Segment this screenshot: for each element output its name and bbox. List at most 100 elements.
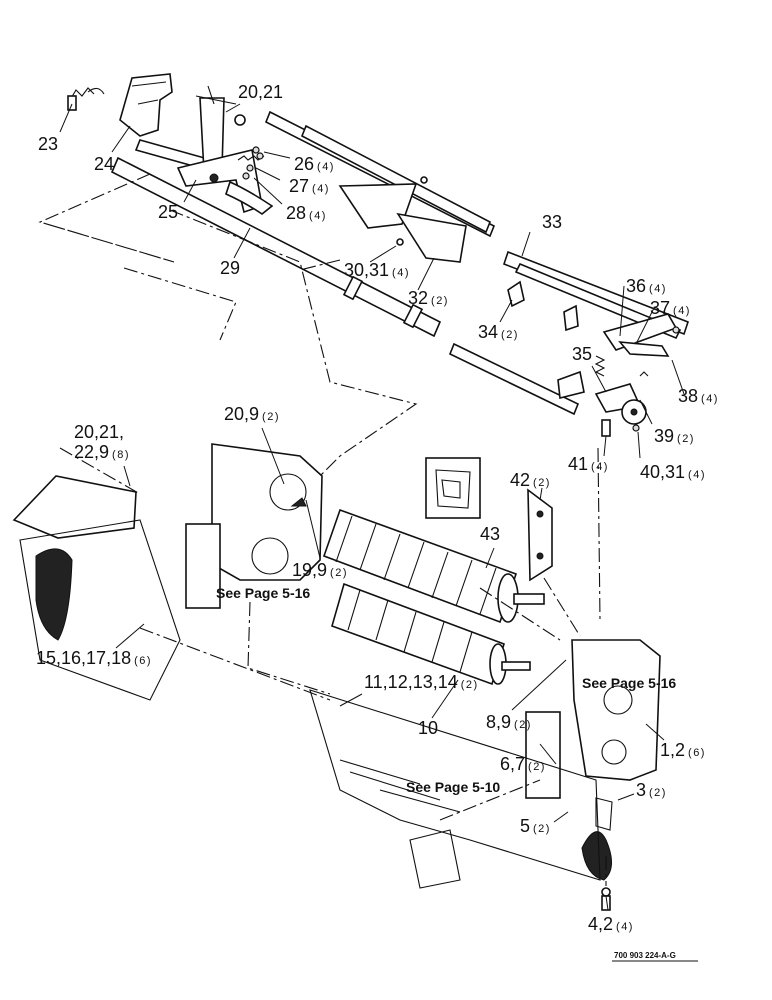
plate-part-42 xyxy=(527,488,553,582)
svg-text:24: 24 xyxy=(94,154,114,174)
svg-text:37(4): 37(4) xyxy=(650,298,691,318)
callout-38: 38 xyxy=(678,386,698,406)
callout-5: 5 xyxy=(520,816,530,836)
drawing-number: 700 903 224-A-G xyxy=(614,951,676,960)
svg-text:39(2): 39(2) xyxy=(654,426,695,446)
spring-part-23 xyxy=(69,87,105,101)
callout-28: 28 xyxy=(286,203,306,223)
lower-body-assembly xyxy=(12,443,661,911)
page-references: See Page 5-16 See Page 5-16 See Page 5-1… xyxy=(216,585,676,795)
upper-right-assembly xyxy=(448,250,689,437)
callout-30-31: 30,31 xyxy=(344,260,389,280)
svg-text:6,7(2): 6,7(2) xyxy=(500,754,546,774)
callout-35: 35 xyxy=(572,344,592,364)
svg-text:26(4): 26(4) xyxy=(294,154,335,174)
callout-8-9: 8,9 xyxy=(486,712,511,732)
callout-29: 29 xyxy=(220,258,240,278)
callout-6-7: 6,7 xyxy=(500,754,525,774)
svg-text:19,9(2): 19,9(2) xyxy=(292,560,348,580)
svg-text:42(2): 42(2) xyxy=(510,470,551,490)
page-ref-5-10: See Page 5-10 xyxy=(406,779,500,795)
svg-text:38(4): 38(4) xyxy=(678,386,719,406)
side-plate-left xyxy=(185,523,221,609)
svg-text:10: 10 xyxy=(418,718,438,738)
callouts: 20,21 23 24 26(4) 27(4) 25 28(4) 29 30,3… xyxy=(36,82,719,934)
callout-36: 36 xyxy=(626,276,646,296)
callout-11-12-13-14: 11,12,13,14 xyxy=(364,672,458,692)
svg-text:23: 23 xyxy=(38,134,58,154)
callout-34: 34 xyxy=(478,322,498,342)
svg-text:4,2(4): 4,2(4) xyxy=(588,914,634,934)
callout-27: 27 xyxy=(289,176,309,196)
roller-part-43-upper xyxy=(322,508,545,624)
svg-text:36(4): 36(4) xyxy=(626,276,667,296)
svg-text:3(2): 3(2) xyxy=(636,780,667,800)
page-ref-5-16-left: See Page 5-16 xyxy=(216,585,310,601)
svg-text:11,12,13,14(2): 11,12,13,14(2) xyxy=(364,672,479,692)
svg-text:15,16,17,18(6): 15,16,17,18(6) xyxy=(36,648,152,668)
side-plate-right xyxy=(525,711,561,799)
svg-text:30,31(4): 30,31(4) xyxy=(344,260,410,280)
phantom-lines xyxy=(38,173,607,886)
svg-text:35: 35 xyxy=(572,344,592,364)
callout-15-16-17-18: 15,16,17,18 xyxy=(36,648,131,668)
callout-4-2: 4,2 xyxy=(588,914,613,934)
callout-24: 24 xyxy=(94,154,114,174)
callout-19-9: 19,9 xyxy=(292,560,327,580)
spring-clip-part-23 xyxy=(67,95,77,111)
callout-23: 23 xyxy=(38,134,58,154)
svg-text:20,9(2): 20,9(2) xyxy=(224,404,280,424)
callout-20-21-22-9-b: 22,9 xyxy=(74,442,109,462)
svg-text:32(2): 32(2) xyxy=(408,288,449,308)
upper-left-assembly xyxy=(67,73,496,338)
clip-part-34b xyxy=(563,304,579,332)
lower-frame xyxy=(309,689,601,881)
callout-43: 43 xyxy=(480,524,500,544)
bracket-part-24 xyxy=(119,73,173,137)
callout-33: 33 xyxy=(542,212,562,232)
callout-42: 42 xyxy=(510,470,530,490)
callout-3: 3 xyxy=(636,780,646,800)
callout-25: 25 xyxy=(158,202,178,222)
svg-text:8,9(2): 8,9(2) xyxy=(486,712,532,732)
callout-41: 41 xyxy=(568,454,588,474)
page-ref-5-16-right: See Page 5-16 xyxy=(582,675,676,691)
callout-37: 37 xyxy=(650,298,670,318)
callout-40-31: 40,31 xyxy=(640,462,685,482)
frame-left xyxy=(12,475,137,539)
svg-text:22,9(8): 22,9(8) xyxy=(74,442,130,462)
spring-part-35 xyxy=(594,355,606,377)
fasteners-part-26-27 xyxy=(237,146,265,180)
leader-lines xyxy=(59,103,685,911)
svg-text:29: 29 xyxy=(220,258,240,278)
roller-part-43-lower xyxy=(331,582,531,686)
slat-upper-2 xyxy=(300,124,492,234)
pin-part-41 xyxy=(601,419,611,437)
callout-1-2: 1,2 xyxy=(660,740,685,760)
callout-39: 39 xyxy=(654,426,674,446)
shield-part-32a xyxy=(338,183,418,229)
svg-text:1,2(6): 1,2(6) xyxy=(660,740,706,760)
shield-part-32b xyxy=(396,212,467,263)
rod-part-29 xyxy=(110,156,442,338)
svg-text:34(2): 34(2) xyxy=(478,322,519,342)
rod-lower-right xyxy=(448,342,580,416)
svg-text:28(4): 28(4) xyxy=(286,203,327,223)
svg-text:41(4): 41(4) xyxy=(568,454,609,474)
callout-20-21: 20,21 xyxy=(238,82,283,102)
svg-text:5(2): 5(2) xyxy=(520,816,551,836)
bearing-housing-right xyxy=(571,639,661,781)
callout-10: 10 xyxy=(418,718,438,738)
inset-detail xyxy=(425,457,481,519)
svg-text:25: 25 xyxy=(158,202,178,222)
svg-text:40,31(4): 40,31(4) xyxy=(640,462,706,482)
callout-26: 26 xyxy=(294,154,314,174)
latch-part-37 xyxy=(618,341,670,357)
callout-32: 32 xyxy=(408,288,428,308)
svg-text:43: 43 xyxy=(480,524,500,544)
svg-text:27(4): 27(4) xyxy=(289,176,330,196)
callout-20-21-22-9-a: 20,21, xyxy=(74,422,124,442)
svg-text:20,21: 20,21 xyxy=(238,82,283,102)
chain-left xyxy=(35,548,73,641)
